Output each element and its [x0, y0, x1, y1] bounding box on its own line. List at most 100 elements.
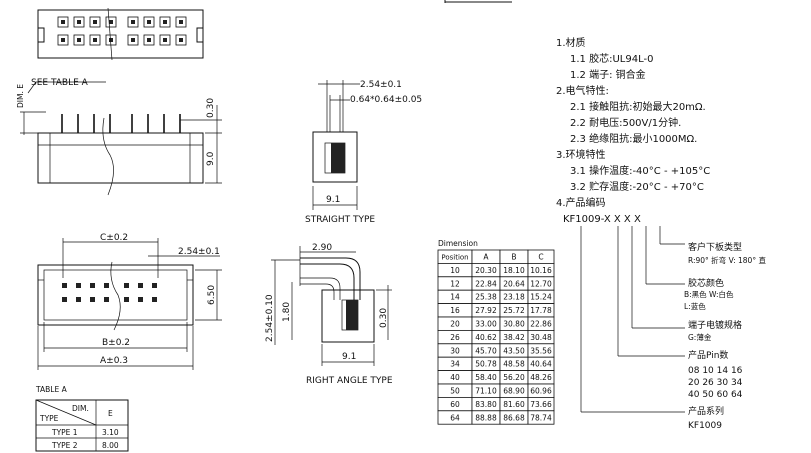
dimension-value: 78.74 [530, 413, 552, 422]
dimension-value: 50 [450, 387, 460, 396]
dimension-value: 30.48 [530, 333, 552, 342]
dimension-value: 23.18 [503, 293, 525, 302]
top-view [37, 7, 204, 61]
bottom-pin [62, 283, 67, 288]
dimension-value: 34 [450, 360, 460, 369]
customer-options: R:90° 折弯 V: 180° 直 [688, 255, 766, 265]
table-a-e: 3.10 [102, 428, 119, 437]
table-a-type: TYPE 1 [51, 428, 78, 437]
spec-heading: 4.产品编码 [556, 196, 606, 209]
bottom-pin [90, 283, 95, 288]
spec-line: 1.1 胶芯:UL94L-0 [570, 52, 653, 65]
dimension-value: 20.64 [503, 279, 525, 288]
key-notch-left [37, 27, 45, 43]
dimension-value: 40 [450, 373, 460, 382]
straight-type-view: 2.54±0.1 0.64*0.64±0.05 9.1 STRAIGHT TYP… [305, 80, 422, 225]
dimension-value: 15.24 [530, 293, 552, 302]
plating-options: G:薄金 [688, 332, 712, 342]
pin-row: 08 10 14 16 [688, 366, 743, 376]
pin-square [77, 20, 81, 24]
color-options: B:黑色 W:白色 [684, 289, 734, 299]
dim-290-label: 2.90 [312, 243, 332, 253]
bottom-pin [104, 283, 109, 288]
table-a-e-header: E [108, 409, 113, 418]
see-table-label: SEE TABLE A [31, 78, 89, 88]
dimension-value: 18.10 [503, 266, 525, 275]
dimension-header: A [483, 253, 489, 262]
bottom-pin-grid [62, 283, 157, 302]
spec-heading: 1.材质 [556, 36, 586, 49]
straight-caption: STRAIGHT TYPE [305, 215, 375, 225]
dimension-value: 10 [450, 266, 460, 275]
right-angle-view: 2.90 2.54±0.10 1.80 0.30 9.1 RIGHT ANGLE… [265, 243, 393, 386]
pin-row: 20 26 30 34 [688, 378, 743, 388]
dimension-value: 71.10 [475, 387, 497, 396]
key-notch-right [196, 27, 204, 43]
ra-pin-bent [300, 263, 355, 300]
bottom-pin [138, 283, 143, 288]
bottom-pin [138, 297, 143, 302]
spec-heading: 3.环境特性 [556, 148, 606, 161]
dimension-value: 68.90 [503, 387, 525, 396]
ra-pin-bent [300, 283, 335, 300]
dimension-value: 17.78 [530, 306, 552, 315]
pin-square [61, 20, 65, 24]
straight-pin-label: 0.64*0.64±0.05 [350, 95, 422, 105]
table-a: TABLE A DIM. TYPE E TYPE 1 3.10 TYPE 2 8… [35, 385, 129, 452]
pin-square [179, 38, 183, 42]
part-code-tree: KF1009-X X X X 客户下板类型 R:90° 折弯 V: 180° 直… [563, 214, 766, 431]
see-table-leader [27, 81, 37, 94]
table-a-type: TYPE 2 [51, 441, 78, 450]
dimension-value: 58.40 [475, 373, 497, 382]
break-line [110, 261, 121, 331]
dimension-value: 16 [450, 306, 460, 315]
dimension-value: 48.58 [503, 360, 525, 369]
pin-square [147, 38, 151, 42]
plating-title: 端子电镀规格 [688, 319, 742, 331]
pin-square [131, 20, 135, 24]
dimension-title: Dimension [438, 239, 478, 248]
dimension-value: 14 [450, 293, 460, 302]
dimension-value: 25.72 [503, 306, 525, 315]
spec-heading: 2.电气特性: [556, 84, 609, 97]
dimension-cell [527, 410, 555, 425]
ra-dim-030-label: 0.30 [379, 308, 389, 328]
straight-width-label: 9.1 [326, 195, 340, 205]
bottom-pin [62, 297, 67, 302]
part-code: KF1009-X X X X [563, 214, 641, 225]
pin-square [93, 38, 97, 42]
a-label: A±0.3 [100, 356, 128, 366]
dimension-value: 50.78 [475, 360, 497, 369]
spec-line: 2.3 绝缘阻抗:最小1000MΩ. [570, 132, 697, 145]
ra-caption: RIGHT ANGLE TYPE [306, 376, 393, 386]
side-view: SEE TABLE A DIM. E 0.30 9.0 [16, 78, 222, 196]
dimension-value: 56.20 [503, 373, 525, 382]
dimension-value: 26 [450, 333, 460, 342]
ra-pin-bent [300, 277, 341, 300]
dim-180-label: 1.80 [282, 302, 292, 322]
side-pins [61, 114, 181, 133]
break-line [107, 7, 113, 61]
break-line [102, 117, 114, 196]
dimension-value: 20.30 [475, 266, 497, 275]
dimension-value: 30.80 [503, 320, 525, 329]
dimension-value: 22.84 [475, 279, 497, 288]
dimension-value: 40.62 [475, 333, 497, 342]
dimension-value: 60 [450, 400, 460, 409]
dimension-value: 22.86 [530, 320, 552, 329]
bottom-pin [76, 283, 81, 288]
dimension-value: 12.70 [530, 279, 552, 288]
spec-line: 3.1 操作温度:-40°C - +105°C [570, 164, 710, 177]
pin-square [61, 38, 65, 42]
bottom-pin [90, 297, 95, 302]
bottom-inner [43, 269, 188, 321]
color-options: L:蓝色 [684, 301, 706, 311]
spec-line: 3.2 贮存温度:-20°C - +70°C [570, 180, 704, 193]
series-value: KF1009 [688, 421, 722, 431]
pin-title: 产品Pin数 [688, 349, 728, 361]
dim-030-label: 0.30 [206, 98, 216, 118]
dimension-value: 35.56 [530, 346, 552, 355]
